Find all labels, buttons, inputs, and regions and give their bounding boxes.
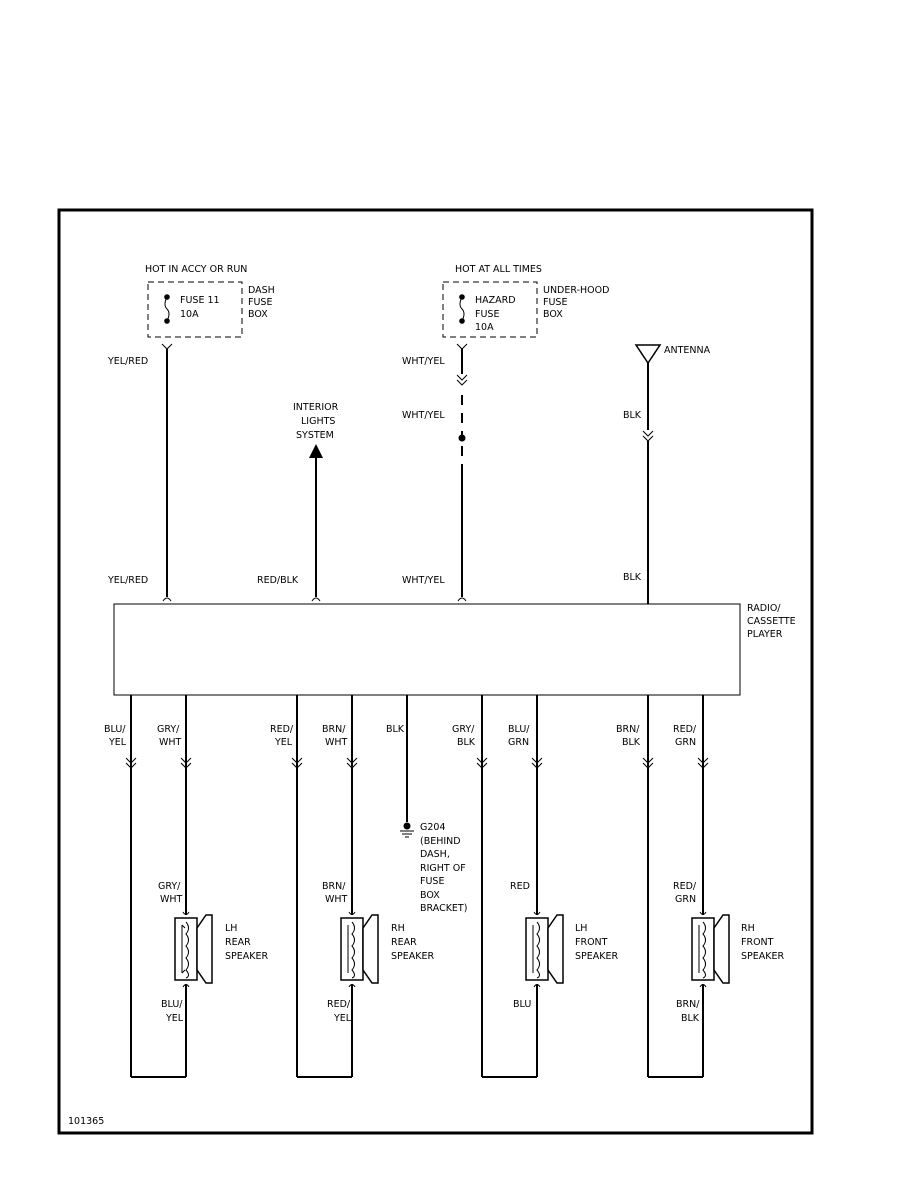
antenna-label: ANTENNA <box>664 345 711 356</box>
speaker-lh-rear <box>174 911 213 988</box>
fuse-right-box-line-2: FUSE <box>543 297 567 308</box>
ground-line-5: BOX <box>420 890 440 901</box>
fuse-left-name: FUSE 11 <box>180 295 220 306</box>
wire-4-upper-label: BLK <box>623 410 642 421</box>
fuse-left-rating: 10A <box>180 309 199 320</box>
wire-1-lower-label: YEL/RED <box>107 575 148 586</box>
wire-label-gry-wht-1: GRY/ <box>157 724 180 735</box>
wire-label-blu-grn-2: GRN <box>508 737 529 748</box>
speaker-2-bottom-wire-1: RED/ <box>327 999 351 1010</box>
speaker-1-bottom-wire-1: BLU/ <box>161 999 183 1010</box>
wire-2-lower-label: RED/BLK <box>257 575 299 586</box>
ground-line-2: DASH, <box>420 849 450 860</box>
speaker-3-line-2: FRONT <box>575 937 608 948</box>
fuse-right-header: HOT AT ALL TIMES <box>455 264 542 275</box>
speaker-4-bottom-wire-2: BLK <box>681 1013 700 1024</box>
speaker-2-line-2: REAR <box>391 937 417 948</box>
fuse-left-header: HOT IN ACCY OR RUN <box>145 264 247 275</box>
speaker-4-line-1: RH <box>741 923 755 934</box>
wire-3-upper-label: WHT/YEL <box>402 356 445 367</box>
speaker-2-top-wire-1: BRN/ <box>322 881 346 892</box>
wire-label-brn-blk-2: BLK <box>622 737 641 748</box>
speaker-1-line-3: SPEAKER <box>225 951 268 962</box>
ground-g204: G204 (BEHIND DASH, RIGHT OF FUSE BOX BRA… <box>400 822 467 914</box>
wire-1-upper-label: YEL/RED <box>107 356 148 367</box>
ground-line-4: FUSE <box>420 876 444 887</box>
bottom-wire-labels: BLU/ YEL GRY/ WHT RED/ YEL BRN/ WHT BLK … <box>104 724 697 748</box>
interior-lights-line-1: INTERIOR <box>293 402 339 413</box>
wire-wht-yel: WHT/YEL WHT/YEL WHT/YEL <box>402 343 468 602</box>
fuse-right-name-2: FUSE <box>475 309 499 320</box>
wire-3-mid-label: WHT/YEL <box>402 410 445 421</box>
wire-label-gry-blk-1: GRY/ <box>452 724 475 735</box>
speaker-4-bottom-wire-1: BRN/ <box>676 999 700 1010</box>
interior-lights-line-3: SYSTEM <box>296 430 334 441</box>
speaker-rh-front <box>691 911 730 988</box>
speaker-1-line-1: LH <box>225 923 237 934</box>
wire-label-red-grn-1: RED/ <box>673 724 697 735</box>
wire-label-gry-wht-2: WHT <box>159 737 182 748</box>
wire-label-blk: BLK <box>386 724 405 735</box>
wire-yel-red: YEL/RED YEL/RED <box>107 343 173 602</box>
speaker-3-top-wire-1: RED <box>510 881 530 892</box>
speaker-rh-rear <box>340 911 379 988</box>
under-hood-fuse-box: HOT AT ALL TIMES HAZARD FUSE 10A UNDER-H… <box>442 264 609 338</box>
arrow-up-icon <box>309 444 323 458</box>
fuse-right-box-line-3: BOX <box>543 309 563 320</box>
wire-3-lower-label: WHT/YEL <box>402 575 445 586</box>
speaker-2-bottom-wire-2: YEL <box>333 1013 352 1024</box>
antenna-icon <box>634 344 662 365</box>
speaker-3-line-1: LH <box>575 923 587 934</box>
speaker-4-line-3: SPEAKER <box>741 951 784 962</box>
wire-4-lower-label: BLK <box>623 572 642 583</box>
wire-label-blu-yel-1: BLU/ <box>104 724 126 735</box>
fuse-left-box-line-1: DASH <box>248 285 275 296</box>
speaker-lh-front <box>525 911 564 988</box>
fuse-right-name: HAZARD <box>475 295 516 306</box>
radio-line-2: CASSETTE <box>747 616 796 627</box>
ground-id: G204 <box>420 822 446 833</box>
diagram-frame <box>57 208 814 1135</box>
wire-label-brn-blk-1: BRN/ <box>616 724 640 735</box>
radio-line-3: PLAYER <box>747 629 783 640</box>
speaker-1-top-wire-1: GRY/ <box>158 881 181 892</box>
speaker-1-line-2: REAR <box>225 937 251 948</box>
interior-lights-line-2: LIGHTS <box>301 416 335 427</box>
speaker-1-top-wire-2: WHT <box>160 894 183 905</box>
ground-line-3: RIGHT OF <box>420 863 466 874</box>
fuse-right-box-line-1: UNDER-HOOD <box>543 285 609 296</box>
speaker-wires <box>125 695 709 1078</box>
speaker-2-line-1: RH <box>391 923 405 934</box>
speaker-4-top-wire-1: RED/ <box>673 881 697 892</box>
speaker-3-bottom-wire-1: BLU <box>513 999 531 1010</box>
wire-label-blu-yel-2: YEL <box>108 737 127 748</box>
wire-label-red-yel-1: RED/ <box>270 724 294 735</box>
radio-cassette-player: RADIO/ CASSETTE PLAYER <box>113 603 796 696</box>
wire-label-brn-wht-2: WHT <box>325 737 348 748</box>
wire-label-red-grn-2: GRN <box>675 737 696 748</box>
dash-fuse-box: HOT IN ACCY OR RUN FUSE 11 10A DASH FUSE… <box>145 264 275 338</box>
fuse-left-box-line-2: FUSE <box>248 297 272 308</box>
speaker-2-line-3: SPEAKER <box>391 951 434 962</box>
speaker-1-bottom-wire-2: YEL <box>165 1013 184 1024</box>
wire-label-gry-blk-2: BLK <box>457 737 476 748</box>
wire-red-blk: INTERIOR LIGHTS SYSTEM RED/BLK <box>257 402 339 602</box>
speaker-4-top-wire-2: GRN <box>675 894 696 905</box>
speaker-labels: LH REAR SPEAKER GRY/ WHT BLU/ YEL RH REA… <box>158 881 784 1024</box>
connector-row <box>125 757 709 769</box>
wire-label-brn-wht-1: BRN/ <box>322 724 346 735</box>
fuse-right-rating: 10A <box>475 322 494 333</box>
fuse-left-box-line-3: BOX <box>248 309 268 320</box>
speaker-4-line-2: FRONT <box>741 937 774 948</box>
wire-label-red-yel-2: YEL <box>274 737 293 748</box>
figure-id: 101365 <box>68 1116 104 1127</box>
ground-line-1: (BEHIND <box>420 836 461 847</box>
speaker-2-top-wire-2: WHT <box>325 894 348 905</box>
speaker-3-line-3: SPEAKER <box>575 951 618 962</box>
wire-blk-antenna: ANTENNA BLK BLK <box>623 344 711 604</box>
radio-line-1: RADIO/ <box>747 603 781 614</box>
wire-label-blu-grn-1: BLU/ <box>508 724 530 735</box>
ground-line-6: BRACKET) <box>420 903 467 914</box>
